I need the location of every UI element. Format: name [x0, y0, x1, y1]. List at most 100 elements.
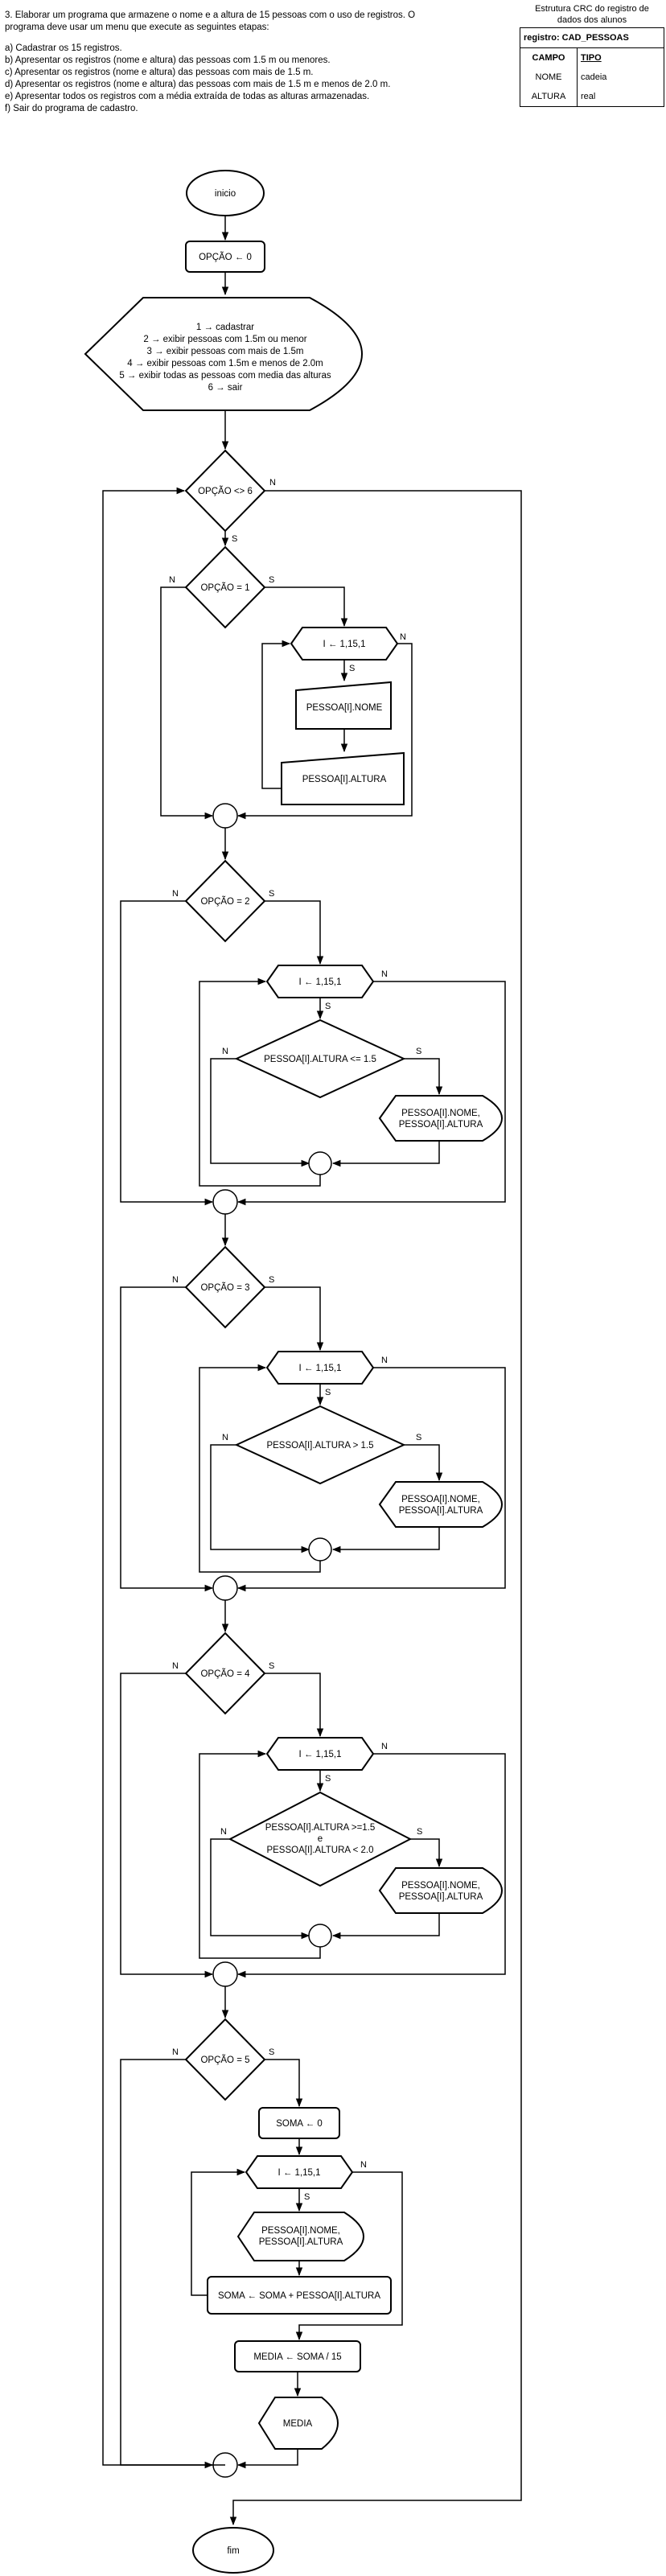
end-terminator	[192, 2527, 274, 2574]
yes-label: S	[269, 1661, 274, 1671]
opt5-media-label: MEDIA	[283, 2419, 313, 2429]
yes-label: S	[269, 889, 274, 899]
opt4-test-decision	[228, 1791, 413, 1887]
menu-line: 3 → exibir pessoas com mais de 1.5m	[147, 347, 304, 356]
opt4-test-line: e	[318, 1834, 323, 1844]
crc-field-type: real	[581, 92, 596, 101]
yes-label: S	[325, 1002, 331, 1011]
no-label: N	[222, 1047, 228, 1056]
opt2-out-line: PESSOA[I].NOME,	[401, 1109, 480, 1118]
crc-title-line: dados dos alunos	[557, 15, 627, 25]
opt5-media-calc-label: MEDIA ← SOMA / 15	[253, 2352, 341, 2362]
menu-line: 1 → cadastrar	[196, 323, 254, 332]
opt4-cond-label: OPÇÃO = 4	[200, 1669, 250, 1679]
menu-line: 2 → exibir pessoas com 1.5m ou menor	[143, 335, 306, 344]
opt3-cond-label: OPÇÃO = 3	[200, 1282, 249, 1293]
menu-line: 6 → sair	[208, 383, 243, 393]
no-label: N	[172, 1275, 179, 1285]
opt4-decision	[184, 1632, 266, 1715]
opt1-loop-label: I ← 1,15,1	[323, 640, 365, 649]
loop-back-path	[102, 487, 225, 2466]
opt4-out-line: PESSOA[I].NOME,	[401, 1881, 480, 1891]
opt1-decision	[184, 545, 266, 629]
intro-line: 3. Elaborar um programa que armazene o n…	[5, 10, 416, 20]
loop-exit-path	[229, 490, 522, 2526]
no-label: N	[172, 2047, 179, 2057]
crc-field-type: cadeia	[581, 72, 607, 82]
problem-statement: 3. Elaborar um programa que armazene o n…	[5, 10, 487, 115]
opt1-input-nome	[295, 681, 392, 730]
task-item: c) Apresentar os registros (nome e altur…	[5, 68, 314, 77]
opt3-test-label: PESSOA[I].ALTURA > 1.5	[266, 1441, 373, 1451]
task-item: e) Apresentar todos os registros com a m…	[5, 92, 370, 101]
no-label: N	[172, 1661, 179, 1671]
no-label: N	[400, 632, 406, 642]
opt4-loop-label: I ← 1,15,1	[298, 1750, 341, 1759]
opt1-input-altura-label: PESSOA[I].ALTURA	[302, 775, 387, 784]
end-label: fim	[227, 2546, 239, 2556]
opt3-out-line: PESSOA[I].ALTURA	[399, 1506, 483, 1516]
yes-label: S	[416, 1433, 421, 1442]
opt2-test-decision	[234, 1018, 406, 1099]
menu-line: 5 → exibir todas as pessoas com media da…	[119, 371, 331, 381]
opt2-out-line: PESSOA[I].ALTURA	[399, 1120, 483, 1130]
opt5-loop-label: I ← 1,15,1	[278, 2168, 320, 2178]
opt4-out-line: PESSOA[I].ALTURA	[399, 1892, 483, 1902]
opt5-media-display	[257, 2397, 339, 2450]
yes-label: S	[325, 1774, 331, 1784]
yes-label: S	[417, 1827, 422, 1837]
opt3-test-decision	[234, 1405, 406, 1485]
loop-cond-label: OPÇÃO <> 6	[198, 486, 253, 496]
opt5-out-line: PESSOA[I].ALTURA	[259, 2237, 343, 2247]
opt5-output-display	[236, 2212, 365, 2261]
opt3-output-display	[378, 1481, 504, 1528]
opt2-cond-label: OPÇÃO = 2	[200, 896, 249, 907]
crc-title-line: Estrutura CRC do registro de	[535, 4, 649, 14]
no-label: N	[381, 1356, 388, 1365]
task-item: f) Sair do programa de cadastro.	[5, 104, 138, 113]
task-item: b) Apresentar os registros (nome e altur…	[5, 56, 331, 65]
no-label: N	[381, 969, 388, 979]
opt3-out-line: PESSOA[I].NOME,	[401, 1495, 480, 1504]
no-label: N	[269, 478, 276, 488]
crc-field-name: NOME	[520, 68, 578, 87]
yes-label: S	[304, 2192, 310, 2202]
opt2-output-display	[378, 1095, 504, 1142]
opt1-cond-label: OPÇÃO = 1	[200, 582, 249, 593]
start-label: inicio	[215, 189, 236, 199]
crc-header-campo: CAMPO	[520, 47, 578, 68]
opt4-test-line: PESSOA[I].ALTURA >=1.5	[265, 1823, 376, 1833]
opt5-soma-acc-label: SOMA ← SOMA + PESSOA[I].ALTURA	[218, 2291, 380, 2301]
opt3-connector	[212, 1575, 238, 1601]
opt1-input-altura	[281, 751, 405, 805]
yes-label: S	[325, 1388, 331, 1397]
opt4-test-line: PESSOA[I].ALTURA < 2.0	[266, 1846, 373, 1855]
crc-register-name: registro: CAD_PESSOAS	[520, 27, 664, 48]
yes-label: S	[269, 575, 274, 585]
task-item: d) Apresentar os registros (nome e altur…	[5, 80, 391, 89]
opt2-loop-label: I ← 1,15,1	[298, 977, 341, 987]
yes-label: S	[269, 1275, 274, 1285]
opt1-connector	[212, 803, 238, 829]
no-label: N	[222, 1433, 228, 1442]
crc-structure: Estrutura CRC do registro de dados dos a…	[520, 3, 664, 107]
no-label: N	[381, 1742, 388, 1751]
no-label: N	[220, 1827, 227, 1837]
no-label: N	[172, 889, 179, 899]
yes-label: S	[416, 1047, 421, 1056]
crc-header-tipo: TIPO	[581, 53, 602, 63]
menu-line: 4 → exibir pessoas com 1.5m e menos de 2…	[127, 359, 323, 368]
opt3-loop-label: I ← 1,15,1	[298, 1364, 341, 1373]
opt5-connector	[212, 2452, 238, 2478]
intro-line: programa deve usar um menu que execute a…	[5, 23, 269, 32]
opt1-input-nome-label: PESSOA[I].NOME	[306, 703, 383, 713]
opt2-inner-connector	[308, 1151, 332, 1175]
init-label: OPÇÃO ← 0	[199, 252, 252, 262]
no-label: N	[360, 2160, 367, 2170]
opt2-connector	[212, 1189, 238, 1215]
opt5-out-line: PESSOA[I].NOME,	[261, 2226, 340, 2236]
no-label: N	[169, 575, 175, 585]
opt5-decision	[184, 2018, 266, 2101]
opt2-decision	[184, 859, 266, 943]
yes-label: S	[232, 534, 237, 544]
